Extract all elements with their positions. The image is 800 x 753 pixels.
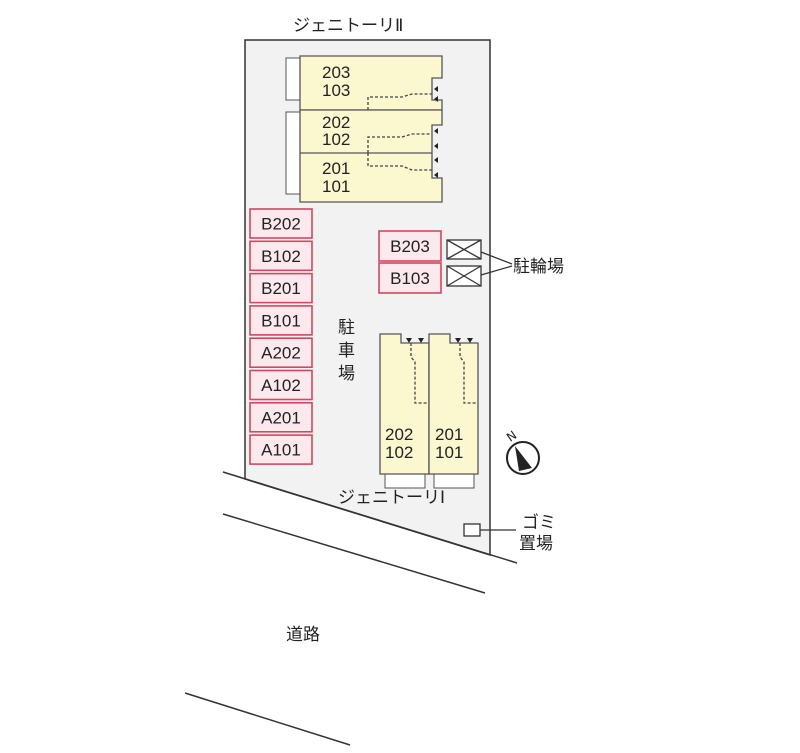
garbage-area	[463, 523, 481, 537]
unit-label: 202	[385, 425, 413, 444]
unit-label: 102	[385, 443, 413, 462]
north-arrow-icon: N	[504, 428, 540, 475]
parking-space-label: A101	[261, 441, 301, 460]
parking-space	[249, 208, 313, 239]
garbage-label: ゴミ	[522, 512, 556, 533]
unit-label: 202	[322, 113, 350, 132]
parking-space-label: B102	[261, 247, 301, 266]
parking-space-label: A102	[261, 376, 301, 395]
bicycle-parking-label: 駐輪場	[513, 257, 564, 277]
parking-space	[249, 272, 313, 304]
parking-space-label: B103	[390, 269, 430, 288]
unit-label: 201	[435, 425, 463, 444]
parking-space	[249, 401, 313, 433]
building-name-north: ジェニトーリⅡ	[293, 16, 403, 36]
road-line	[184, 692, 351, 746]
parking-space-label: A201	[261, 408, 301, 427]
parking-space	[249, 305, 313, 336]
north-building: 203 103 202 102 201 101	[285, 55, 443, 203]
parking-space	[249, 240, 313, 272]
unit-label: 203	[322, 63, 350, 82]
unit-label: 101	[322, 177, 350, 196]
parking-label: 車	[338, 341, 355, 361]
bicycle-parking	[446, 239, 513, 287]
parking-space-label: B202	[261, 215, 301, 234]
parking-label: 駐	[338, 318, 355, 338]
parking-space-label: B203	[390, 237, 430, 256]
garbage-label: 置場	[519, 534, 553, 554]
unit-label: 101	[435, 443, 463, 462]
parking-space	[249, 369, 313, 401]
unit-label: 201	[322, 159, 350, 178]
unit-label: 103	[322, 81, 350, 100]
parking-space-label: B101	[261, 311, 301, 330]
parking-space-label: B201	[261, 279, 301, 298]
south-building: 202 102 201 101	[379, 333, 479, 489]
parking-space-label: A202	[261, 344, 301, 363]
road-line	[222, 513, 486, 594]
parking-space	[378, 262, 442, 294]
parking-space	[249, 434, 313, 465]
parking-space	[249, 337, 313, 369]
parking-space	[378, 230, 442, 262]
road-label: 道路	[286, 625, 320, 645]
parking-label: 場	[338, 364, 355, 384]
road-edge-line	[222, 471, 518, 564]
building-name-south: ジェニトーリⅠ	[338, 488, 445, 508]
unit-label: 102	[322, 130, 350, 149]
